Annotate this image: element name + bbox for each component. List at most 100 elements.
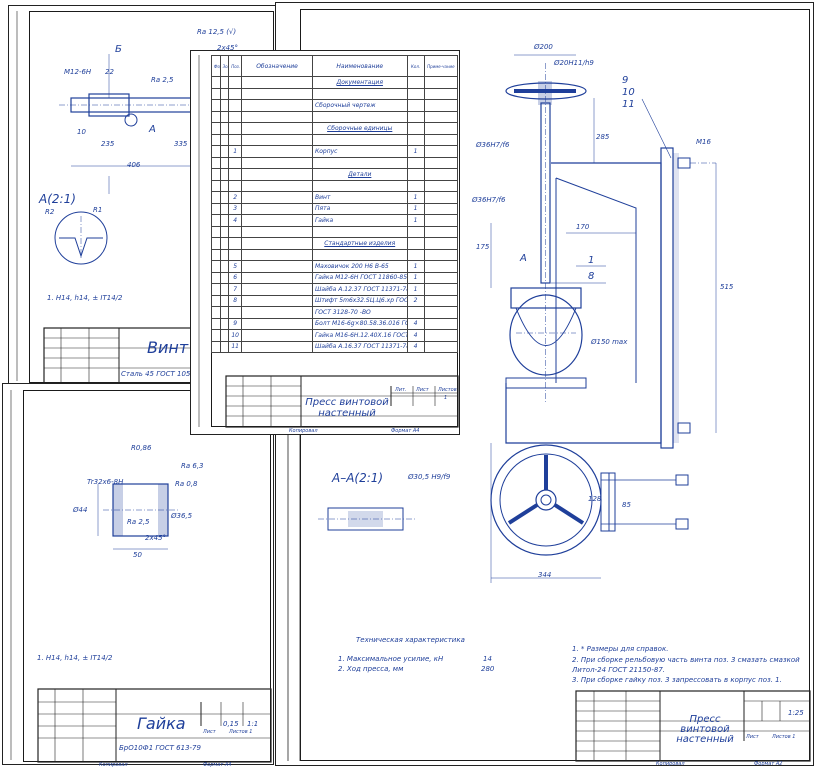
spec-cell-name: Шайба А.16.37 ГОСТ 11371-78: [311, 340, 408, 353]
tech-value-2: 280: [481, 665, 495, 673]
spec-sheets-value: 1: [444, 395, 448, 401]
spec-header-row: Формат Зона Поз. Обозначение Наименовани…: [211, 55, 459, 77]
spec-sheet-label: Лист: [416, 387, 429, 393]
press-dim-d285: 285: [596, 133, 610, 141]
spec-h-name: Наименование: [311, 55, 408, 77]
press-title: Пресс винтовой настенный: [676, 714, 734, 745]
sheet-specification: Формат Зона Поз. Обозначение Наименовани…: [190, 50, 460, 435]
spec-cell-designation: [241, 214, 313, 227]
spec-cell-designation: [241, 202, 313, 215]
press-sheet-label: Лист: [746, 734, 759, 740]
spec-cell-qty: [406, 133, 425, 146]
press-dim-d36: Ø36H7/f6: [476, 141, 510, 149]
vint-dim-r1: R1: [93, 206, 103, 214]
vint-dim-10: 10: [77, 128, 86, 136]
note-3: 3. При сборке гайку поз. 3 запрессовать …: [572, 676, 782, 684]
callout-10: 10: [622, 87, 635, 98]
spec-cell-name: Детали: [311, 168, 408, 181]
spec-lit: Лит.: [395, 387, 407, 393]
press-dim-d515: 515: [720, 283, 734, 291]
gaika-sheet-label: Лист: [203, 729, 216, 735]
press-dim-d200: Ø200: [534, 43, 553, 51]
spec-cell-designation: [241, 191, 313, 204]
press-copied: Копировал: [656, 761, 685, 767]
spec-table: Формат Зона Поз. Обозначение Наименовани…: [211, 55, 459, 353]
press-dim-d170: 170: [576, 223, 590, 231]
sheet-gaika: Ø44 Tr32x6-8H R0,86 Ra 6,3 Ra 0,8 Ra 2,5…: [2, 383, 274, 768]
press-scale: 1:25: [788, 709, 804, 717]
spec-cell-note: [423, 225, 459, 238]
spec-row: ГОСТ 3128-70 -ВО: [211, 306, 459, 319]
vint-dim-406: 406: [127, 161, 141, 169]
vint-title: Винт: [147, 338, 189, 357]
spec-row: [211, 179, 459, 192]
spec-cell-note: [423, 133, 459, 146]
press-dim-d344: 344: [538, 571, 552, 579]
gaika-dim-d44: Ø44: [73, 506, 88, 514]
press-dim-d36b: Ø36H7/f6: [472, 196, 506, 204]
spec-cell-qty: 4: [406, 340, 425, 353]
spec-row: [211, 225, 459, 238]
spec-cell-name: Стандартные изделия: [311, 237, 408, 250]
press-dim-m16: M16: [696, 138, 711, 146]
spec-cell-note: [423, 168, 459, 181]
gaika-copied: Копировал: [99, 762, 128, 768]
spec-cell-name: Пята: [311, 202, 408, 215]
vint-chamfer: 2x45°: [217, 44, 239, 52]
spec-cell-note: [423, 214, 459, 227]
spec-title: Пресс винтовой настенный: [305, 397, 389, 419]
spec-cell-qty: [406, 225, 425, 238]
spec-cell-qty: 1: [406, 145, 425, 158]
spec-cell-qty: [406, 179, 425, 192]
note-1: 1. * Размеры для справок.: [572, 645, 669, 653]
spec-cell-designation: [241, 237, 313, 250]
press-dim-d20: Ø20H11/h9: [554, 59, 594, 67]
spec-cell-note: [423, 202, 459, 215]
gaika-dim-chamfer: 2x45°: [145, 534, 167, 542]
vint-view-a: A: [149, 124, 156, 135]
gaika-dim-ra08: Ra 0,8: [175, 480, 198, 488]
spec-cell-qty: [406, 122, 425, 135]
vint-dim-m12: М12-6H: [64, 68, 92, 76]
gaika-dim-d365: Ø36,5: [171, 512, 193, 520]
spec-cell-name: Сборочные единицы: [311, 122, 408, 135]
press-dim-d150: Ø150 max: [591, 338, 628, 346]
gaika-dim-tr: Tr32x6-8H: [87, 478, 124, 486]
vint-dim-22: 22: [105, 68, 114, 76]
spec-cell-qty: [406, 156, 425, 169]
gaika-note: 1. H14, h14, ± IT14/2: [37, 654, 113, 662]
gaika-dim-ra25: Ra 2,5: [127, 518, 150, 526]
vint-roughness: Ra 2,5: [151, 76, 174, 84]
spec-h-designation: Обозначение: [241, 55, 313, 77]
spec-cell-note: [423, 156, 459, 169]
press-drawing: [287, 54, 811, 762]
section-label: A–A(2:1): [332, 471, 384, 485]
vint-note: 1. H14, h14, ± IT14/2: [47, 294, 123, 302]
callout-8: 8: [588, 271, 595, 282]
spec-cell-note: [423, 340, 459, 353]
spec-cell-qty: 1: [406, 191, 425, 204]
callout-1: 1: [588, 255, 595, 266]
vint-dim-235: 235: [101, 140, 115, 148]
spec-cell-designation: [241, 145, 313, 158]
gaika-dim-ra63: Ra 6,3: [181, 462, 204, 470]
spec-cell-designation: [241, 168, 313, 181]
spec-h-note: Приме-чание: [423, 55, 459, 77]
spec-cell-note: [423, 191, 459, 204]
gaika-material: БрО10Ф1 ГОСТ 613-79: [119, 744, 201, 752]
spec-cell-note: [423, 122, 459, 135]
gaika-title: Гайка: [137, 714, 186, 733]
spec-cell-qty: [406, 168, 425, 181]
tech-line-1: 1. Максимальное усилие, кН: [338, 655, 444, 663]
spec-format: Формат А4: [391, 428, 420, 434]
spec-row: Детали: [211, 168, 459, 181]
press-dim-d305: Ø30,5 H9/f9: [408, 473, 451, 481]
